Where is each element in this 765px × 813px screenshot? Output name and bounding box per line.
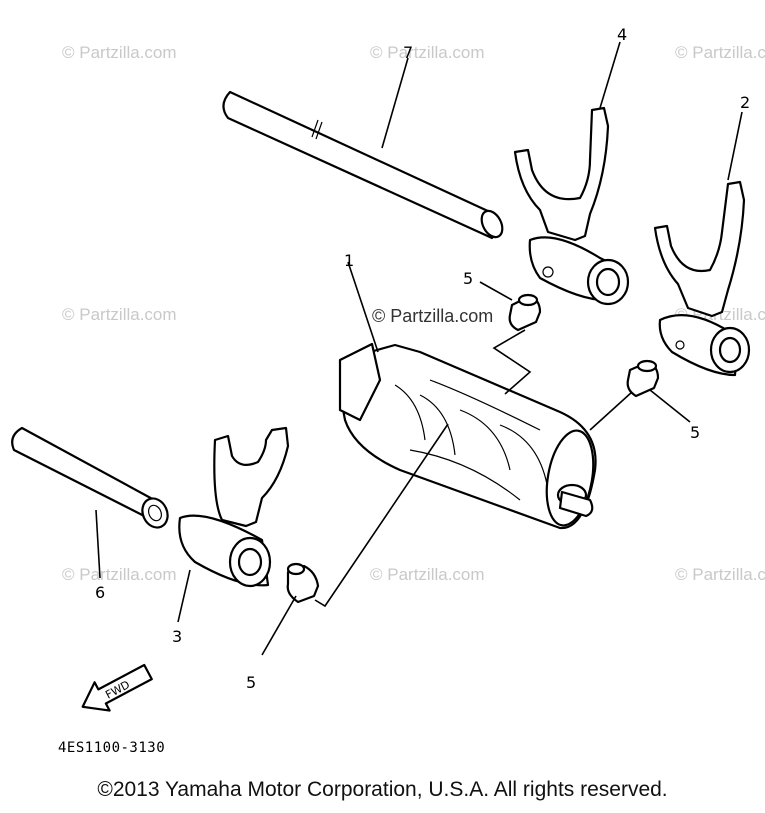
- shift-fork-shaft-6: [11, 426, 169, 529]
- shift-fork-4: [513, 106, 630, 306]
- callout-5-lower: 5: [246, 673, 256, 692]
- shift-fork-3: [178, 426, 290, 588]
- callout-6: 6: [95, 583, 105, 602]
- watermark: © Partzilla.com: [62, 565, 177, 584]
- shift-fork-2: [653, 180, 751, 377]
- callout-3: 3: [172, 627, 182, 646]
- guide-pin-5-right: [626, 359, 660, 398]
- leader-lines: [95, 41, 743, 656]
- callout-7: 7: [403, 43, 413, 62]
- guide-pin-5-lower: [286, 562, 320, 604]
- callout-5-upper: 5: [463, 269, 473, 288]
- fwd-arrow-icon: FWD: [81, 663, 153, 712]
- watermark: © Partzilla.com: [62, 43, 177, 62]
- watermark: © Partzilla.com: [62, 305, 177, 324]
- shift-fork-shaft-7: [222, 90, 504, 240]
- watermark: © Partzilla.com: [675, 565, 765, 584]
- diagram-code: 4ES1100-3130: [58, 740, 165, 756]
- guide-pin-5-upper: [508, 293, 542, 332]
- copyright-notice: ©2013 Yamaha Motor Corporation, U.S.A. A…: [97, 778, 668, 801]
- watermark: © Partzilla.com: [370, 43, 485, 62]
- callout-2: 2: [740, 93, 750, 112]
- callout-5-right: 5: [690, 423, 700, 442]
- watermark: © Partzilla.com: [370, 565, 485, 584]
- watermark-layer: © Partzilla.com © Partzilla.com © Partzi…: [62, 43, 765, 584]
- watermark-center: © Partzilla.com: [372, 306, 493, 326]
- shift-drum-1: [338, 342, 597, 530]
- callout-4: 4: [617, 25, 627, 44]
- callouts: 1 2 3 4 5 5 5 6 7: [95, 25, 750, 692]
- watermark: © Partzilla.com: [675, 43, 765, 62]
- callout-1: 1: [344, 251, 354, 270]
